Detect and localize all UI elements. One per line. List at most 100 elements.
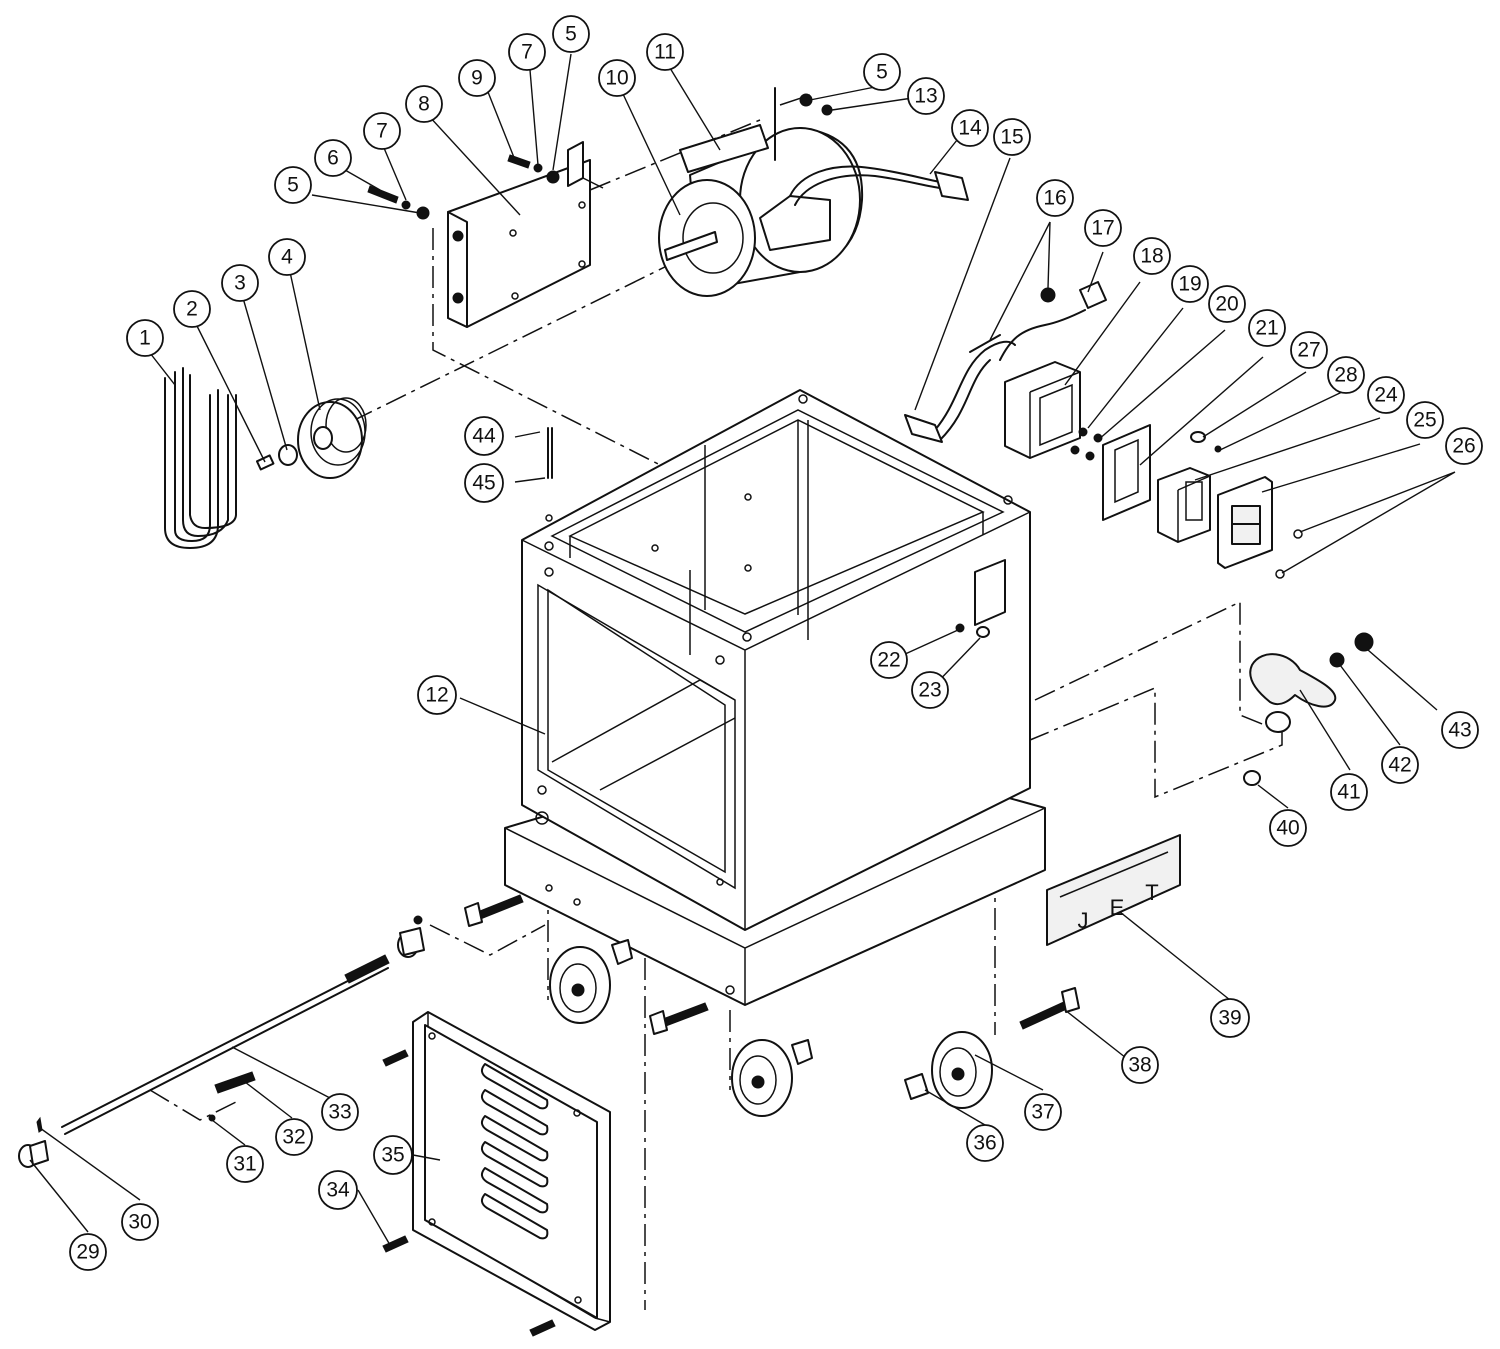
switch-box — [1004, 361, 1303, 579]
callout-27: 27 — [1290, 331, 1328, 369]
v-belts — [164, 367, 237, 549]
callout-35: 35 — [373, 1135, 413, 1175]
callout-15: 15 — [993, 118, 1031, 156]
svg-text:9: 9 — [471, 67, 483, 90]
svg-text:7: 7 — [521, 41, 533, 64]
callout-17: 17 — [1084, 209, 1122, 247]
callout-11: 11 — [646, 33, 684, 71]
callout-43: 43 — [1441, 711, 1479, 749]
callout-23: 23 — [911, 671, 949, 709]
svg-text:14: 14 — [958, 117, 982, 140]
svg-text:41: 41 — [1337, 781, 1360, 804]
callout-28: 28 — [1327, 356, 1365, 394]
svg-text:29: 29 — [76, 1241, 99, 1264]
svg-text:39: 39 — [1218, 1007, 1241, 1030]
svg-text:6: 6 — [327, 147, 339, 170]
svg-text:17: 17 — [1091, 217, 1114, 240]
svg-text:34: 34 — [326, 1179, 350, 1202]
svg-text:15: 15 — [1000, 126, 1023, 149]
callout-5: 5 — [552, 15, 590, 53]
bracket-screws — [367, 93, 833, 220]
svg-text:36: 36 — [973, 1132, 996, 1155]
svg-text:13: 13 — [914, 85, 937, 108]
svg-text:3: 3 — [234, 272, 246, 295]
callout-34: 34 — [318, 1170, 358, 1210]
nameplate-letter-t: T — [1145, 880, 1158, 905]
svg-text:2: 2 — [186, 298, 198, 321]
callout-38: 38 — [1121, 1046, 1159, 1084]
callout-3: 3 — [221, 264, 259, 302]
callout-40: 40 — [1269, 809, 1307, 847]
svg-text:37: 37 — [1031, 1101, 1054, 1124]
lock-rod — [18, 915, 425, 1168]
callout-31: 31 — [226, 1145, 264, 1183]
callout-36: 36 — [966, 1124, 1004, 1162]
motor-pulley — [255, 397, 367, 479]
svg-text:26: 26 — [1452, 435, 1475, 458]
svg-text:24: 24 — [1374, 384, 1398, 407]
callout-9: 9 — [458, 59, 496, 97]
callout-22: 22 — [870, 641, 908, 679]
motor — [658, 87, 969, 297]
cabinet — [504, 389, 1046, 1006]
callout-5: 5 — [863, 53, 901, 91]
nameplate-letter-j: J — [1078, 908, 1089, 933]
svg-text:40: 40 — [1276, 817, 1299, 840]
louvered-panel — [382, 1011, 611, 1337]
callout-7: 7 — [363, 112, 401, 150]
callout-8: 8 — [405, 85, 443, 123]
svg-text:27: 27 — [1297, 339, 1320, 362]
nameplate-letter-e: E — [1110, 895, 1125, 920]
callout-6: 6 — [314, 139, 352, 177]
callout-7: 7 — [508, 33, 546, 71]
callout-12: 12 — [417, 675, 457, 715]
foot-pedal — [1243, 632, 1374, 786]
svg-text:31: 31 — [233, 1153, 256, 1176]
callout-33: 33 — [321, 1093, 359, 1131]
callouts: 1 2 3 4 5 5 5 6 7 7 8 9 10 11 13 14 15 1… — [69, 15, 1483, 1271]
casters — [464, 894, 1080, 1117]
svg-text:30: 30 — [128, 1211, 151, 1234]
svg-text:10: 10 — [605, 67, 628, 90]
callout-4: 4 — [268, 238, 306, 276]
callout-leaders — [29, 53, 1456, 1246]
svg-text:21: 21 — [1255, 317, 1278, 340]
callout-2: 2 — [173, 290, 211, 328]
svg-text:28: 28 — [1334, 364, 1357, 387]
svg-text:19: 19 — [1178, 273, 1201, 296]
motor-mount-bracket — [447, 141, 604, 328]
svg-text:35: 35 — [381, 1144, 404, 1167]
svg-text:12: 12 — [425, 684, 448, 707]
svg-text:42: 42 — [1388, 754, 1411, 777]
callout-26: 26 — [1445, 427, 1483, 465]
svg-text:44: 44 — [472, 425, 496, 448]
svg-text:16: 16 — [1043, 187, 1066, 210]
callout-14: 14 — [951, 109, 989, 147]
svg-text:4: 4 — [281, 246, 293, 269]
svg-text:1: 1 — [139, 327, 151, 350]
callout-10: 10 — [598, 59, 636, 97]
svg-text:5: 5 — [287, 174, 299, 197]
callout-45: 45 — [464, 463, 504, 503]
svg-text:25: 25 — [1413, 409, 1436, 432]
svg-text:23: 23 — [918, 679, 941, 702]
callout-44: 44 — [464, 416, 504, 456]
callout-19: 19 — [1171, 265, 1209, 303]
callout-25: 25 — [1406, 401, 1444, 439]
svg-text:20: 20 — [1215, 293, 1238, 316]
callout-29: 29 — [69, 1233, 107, 1271]
callout-16: 16 — [1036, 179, 1074, 217]
svg-text:18: 18 — [1140, 245, 1163, 268]
power-cord — [904, 281, 1107, 443]
callout-41: 41 — [1330, 773, 1368, 811]
svg-text:5: 5 — [565, 23, 577, 46]
svg-text:7: 7 — [376, 120, 388, 143]
svg-text:43: 43 — [1448, 719, 1471, 742]
callout-1: 1 — [126, 319, 164, 357]
svg-text:38: 38 — [1128, 1054, 1151, 1077]
svg-text:45: 45 — [472, 472, 495, 495]
svg-text:8: 8 — [418, 93, 430, 116]
callout-18: 18 — [1133, 237, 1171, 275]
svg-text:22: 22 — [877, 649, 900, 672]
callout-20: 20 — [1208, 285, 1246, 323]
